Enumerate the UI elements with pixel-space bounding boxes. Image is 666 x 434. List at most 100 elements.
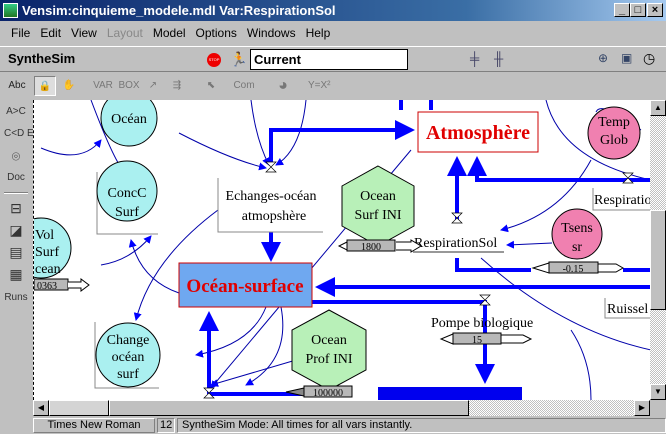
- equation-tool-icon[interactable]: Y=X²: [308, 80, 331, 91]
- run-name-input[interactable]: Current: [250, 49, 408, 70]
- menu-view[interactable]: View: [71, 26, 97, 40]
- scroll-left-button[interactable]: ◀: [33, 400, 49, 416]
- menu-edit[interactable]: Edit: [40, 26, 62, 40]
- vol-slider[interactable]: 0363: [34, 278, 90, 292]
- menu-file[interactable]: File: [11, 26, 31, 40]
- sidebar-divider: [4, 192, 28, 194]
- status-bar: Times New Roman 12 SyntheSim Mode: All t…: [0, 417, 666, 434]
- select-tool-icon[interactable]: ⬉: [206, 80, 216, 91]
- tsens-slider-value: -0.15: [563, 264, 584, 275]
- change-ocean-surf-aux[interactable]: Change océan surf: [94, 322, 161, 389]
- table-icon[interactable]: ▤: [9, 244, 23, 260]
- ocean-surface-label: Océan-surface: [186, 276, 303, 297]
- atmosphere-label: Atmosphère: [426, 122, 530, 144]
- horizontal-scroll-track[interactable]: [109, 400, 469, 416]
- hand-icon[interactable]: ✋: [62, 80, 76, 91]
- font-size-selector[interactable]: 12: [157, 418, 175, 433]
- respiration-rate[interactable]: Respiratio: [592, 188, 650, 211]
- prof-ini-slider[interactable]: 100000: [285, 385, 353, 399]
- concc-surf-aux[interactable]: ConcC Surf: [96, 160, 158, 235]
- pompe-slider[interactable]: 15: [439, 332, 533, 346]
- tsens-label-2: sr: [572, 240, 582, 255]
- sim-setup-icon[interactable]: ╪: [470, 51, 480, 66]
- clock-icon[interactable]: ◷: [643, 50, 656, 66]
- sim-reset-icon[interactable]: ╫: [494, 51, 504, 66]
- lock-icon[interactable]: 🔒: [34, 76, 56, 96]
- temp-label-2: Glob: [600, 133, 628, 148]
- scroll-up-button[interactable]: ▲: [650, 100, 666, 116]
- concc-label-2: Surf: [115, 205, 139, 220]
- ocean-surface-stock[interactable]: Océan-surface: [178, 262, 313, 308]
- vol-slider-value: 0363: [37, 281, 57, 292]
- temp-glob-aux[interactable]: Temp Glob: [587, 106, 641, 160]
- valves: [203, 161, 634, 399]
- surf-ini-slider[interactable]: 1800: [337, 239, 422, 253]
- surf-ini-slider-value: 1800: [361, 242, 381, 253]
- tsens-sr-aux[interactable]: Tsens sr: [551, 208, 603, 260]
- ocean-surf-ini-constant[interactable]: Ocean Surf INI: [341, 165, 415, 247]
- vol-label-1: Vol: [35, 228, 54, 243]
- menu-windows[interactable]: Windows: [246, 26, 296, 40]
- ruissel-rate[interactable]: Ruissel: [604, 298, 650, 319]
- text-tool-icon[interactable]: Abc: [8, 80, 26, 91]
- prof-ini-label-2: Prof INI: [305, 352, 352, 367]
- shadow-tool-icon[interactable]: ◕: [278, 77, 288, 94]
- horizontal-scroll-thumb[interactable]: [49, 400, 109, 416]
- causes-strip-icon[interactable]: ⊟: [10, 200, 22, 216]
- graph-icon[interactable]: ▣: [621, 51, 633, 65]
- menu-options[interactable]: Options: [195, 26, 237, 40]
- menu-layout[interactable]: Layout: [106, 26, 143, 40]
- pompe-label: Pompe biologique: [431, 316, 533, 331]
- model-diagram: Océan ConcC Surf Vol Surf cean Change oc…: [34, 100, 650, 400]
- ocean-prof-ini-constant[interactable]: Ocean Prof INI: [291, 309, 367, 391]
- close-button[interactable]: ×: [647, 3, 663, 17]
- maximize-button[interactable]: □: [630, 3, 646, 17]
- echanges-label-2: atmopshère: [242, 209, 307, 224]
- prof-ini-slider-value: 100000: [313, 388, 343, 399]
- loops-icon[interactable]: ⌾: [11, 148, 21, 164]
- horizontal-scrollbar[interactable]: ◀ ▶: [33, 400, 650, 416]
- ruissel-label: Ruissel: [607, 302, 648, 317]
- network-icon[interactable]: ⊕: [598, 51, 609, 65]
- causes-tree-icon[interactable]: A>C: [6, 106, 26, 117]
- pool-ocean-label: Océan: [111, 112, 147, 127]
- pompe-slider-value: 15: [472, 335, 482, 346]
- rate-tool-icon[interactable]: ⇶: [172, 80, 182, 91]
- vertical-scroll-thumb[interactable]: [650, 210, 666, 310]
- scroll-right-button[interactable]: ▶: [634, 400, 650, 416]
- run-icon[interactable]: 🏃: [230, 51, 248, 67]
- pool-ocean-aux[interactable]: Océan: [100, 100, 158, 147]
- variable-tool-icon[interactable]: VAR: [93, 80, 113, 91]
- comment-tool-icon[interactable]: Com: [233, 80, 255, 91]
- font-selector[interactable]: Times New Roman: [33, 418, 155, 433]
- uses-tree-icon[interactable]: C<D E: [4, 128, 34, 139]
- respiration-label: Respiratio: [594, 193, 650, 208]
- vertical-scrollbar[interactable]: ▲ ▼: [650, 100, 666, 400]
- surf-ini-label-2: Surf INI: [354, 208, 401, 223]
- graph-tool-icon[interactable]: ◪: [9, 222, 23, 238]
- sketch-canvas[interactable]: Océan ConcC Surf Vol Surf cean Change oc…: [33, 100, 650, 400]
- menu-help[interactable]: Help: [305, 26, 331, 40]
- ocean-deep-stock[interactable]: [378, 387, 522, 400]
- scroll-down-button[interactable]: ▼: [650, 384, 666, 400]
- box-variable-icon[interactable]: BOX: [118, 80, 140, 91]
- table-time-down-icon[interactable]: ▦: [9, 266, 23, 282]
- echanges-rate[interactable]: Echanges-océan atmopshère: [217, 178, 323, 233]
- atmosphere-stock[interactable]: Atmosphère: [417, 111, 539, 153]
- change-label-2: océan: [112, 350, 145, 365]
- menu-model[interactable]: Model: [152, 26, 186, 40]
- temp-label-1: Temp: [598, 115, 630, 130]
- vol-label-3: cean: [35, 262, 61, 277]
- vol-surf-ocean-aux[interactable]: Vol Surf cean: [34, 217, 72, 279]
- respiration-sol-rate[interactable]: RespirationSol: [413, 236, 504, 253]
- stop-icon[interactable]: STOP: [207, 53, 221, 67]
- document-icon[interactable]: Doc: [7, 172, 25, 183]
- status-message: SyntheSim Mode: All times for all vars i…: [177, 418, 666, 433]
- sketch-toolbar: Abc 🔒 ✋ VAR BOX ↗ ⇶ ⬉ Com ◕ Y=X²: [0, 73, 666, 99]
- pompe-biologique-rate[interactable]: Pompe biologique: [431, 316, 533, 331]
- tsens-slider[interactable]: -0.15: [531, 261, 625, 275]
- runs-compare-icon[interactable]: Runs: [4, 292, 28, 303]
- minimize-button[interactable]: _: [614, 3, 630, 17]
- window-title: Vensim:cinquieme_modele.mdl Var:Respirat…: [22, 3, 336, 18]
- arrow-tool-icon[interactable]: ↗: [148, 80, 158, 91]
